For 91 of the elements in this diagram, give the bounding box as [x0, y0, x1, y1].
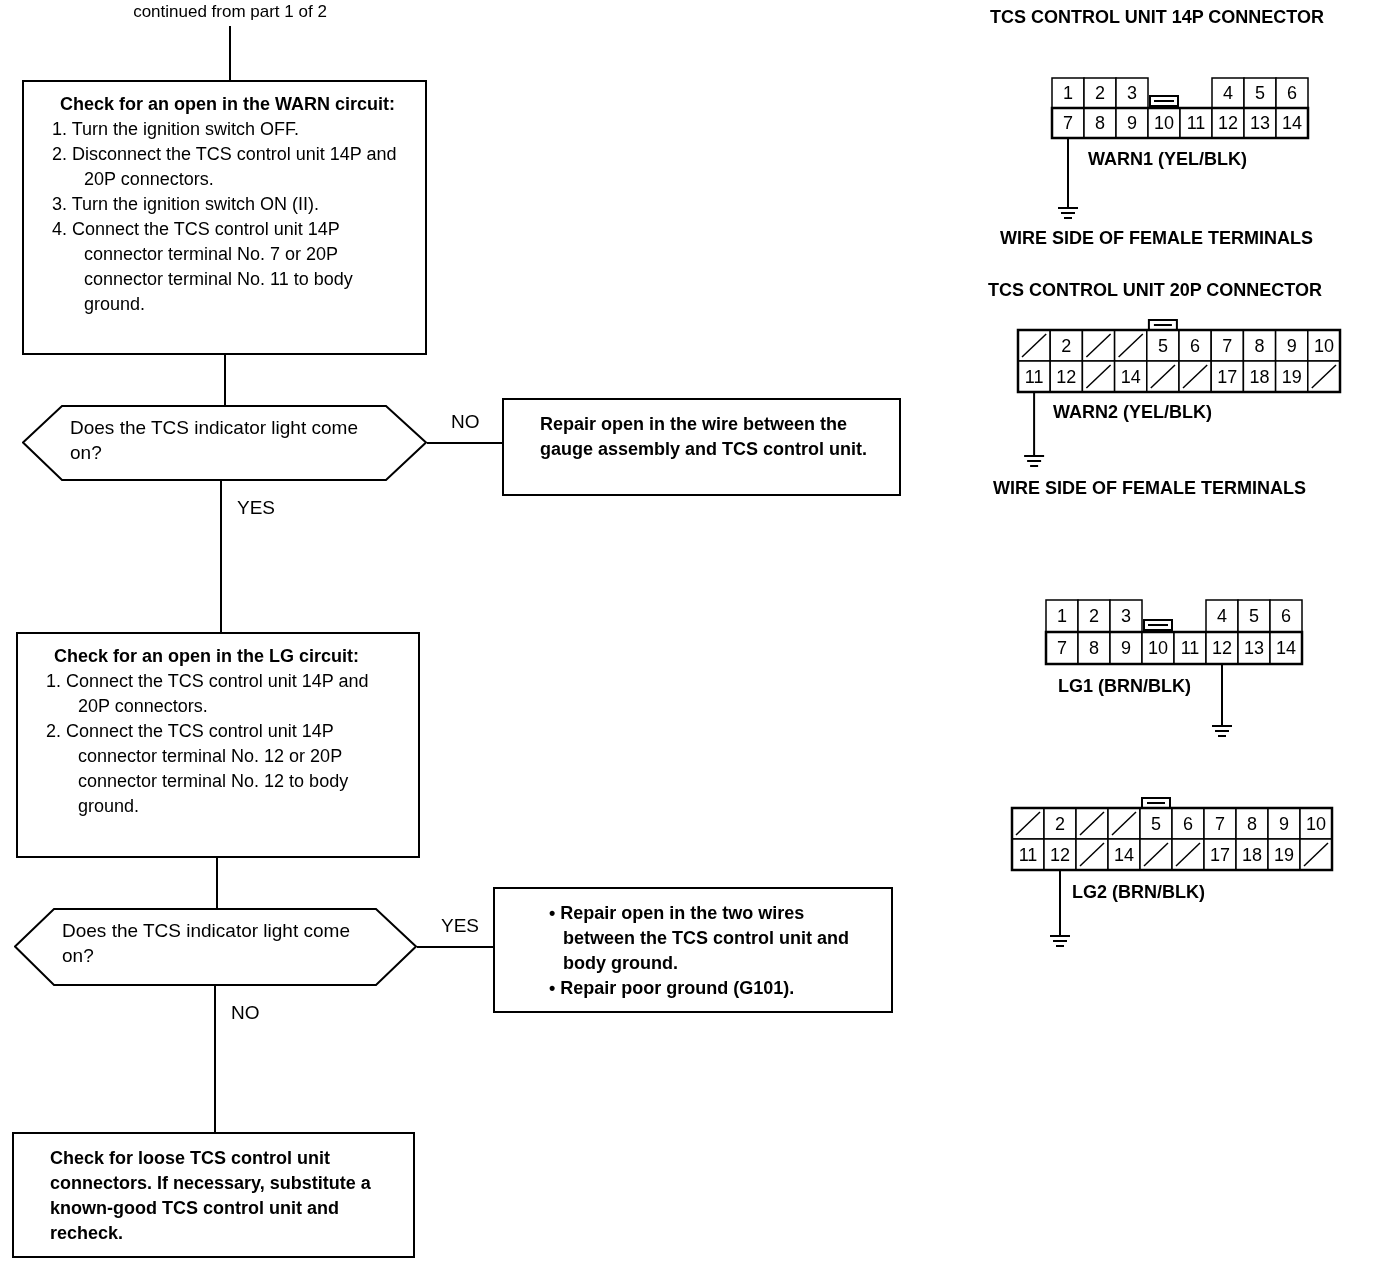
pin-number: 11 [1023, 366, 1045, 387]
pin-number: 6 [1182, 813, 1194, 834]
pin-number: 7 [1056, 638, 1068, 658]
step-text: 1. Turn the ignition switch OFF. [52, 118, 301, 141]
bullet-text: • Repair poor ground (G101). [549, 977, 796, 1000]
pin-number: 8 [1088, 638, 1100, 658]
step-text: 2. Disconnect the TCS control unit 14P and 20P connectors. [52, 143, 398, 191]
pin-number: 9 [1285, 335, 1298, 356]
decision-shape [22, 405, 427, 481]
connector-line [224, 354, 226, 406]
question-text: Does the TCS indicator light come on? [70, 416, 359, 465]
box-text: Repair open in the wire between the gauge assembly and TCS control unit. [540, 413, 869, 461]
wire-label: WARN1 (YEL/BLK) [1088, 148, 1247, 170]
pin-number: 12 [1049, 844, 1071, 865]
pin-number: 14 [1281, 113, 1303, 133]
pin-number: 10 [1305, 813, 1327, 834]
pin-number: 19 [1273, 844, 1295, 865]
wire-label: WARN2 (YEL/BLK) [1053, 401, 1212, 423]
pin-number: 11 [1179, 638, 1201, 658]
view-note: WIRE SIDE OF FEMALE TERMINALS [993, 477, 1306, 499]
decision-shape [14, 908, 417, 986]
process-box [12, 1132, 415, 1258]
pin-number: 9 [1120, 638, 1132, 658]
connector-line [416, 946, 494, 948]
pin-number: 4 [1216, 606, 1228, 626]
wire-label: LG1 (BRN/BLK) [1058, 675, 1191, 697]
pin-number: 14 [1119, 366, 1142, 387]
pin-number: 2 [1054, 813, 1066, 834]
pin-number: 2 [1088, 606, 1100, 626]
pin-number: 12 [1055, 366, 1078, 387]
connector-line [426, 442, 503, 444]
box-heading: Check for an open in the WARN circuit: [60, 93, 397, 116]
bullet-text: • Repair open in the two wires between the TCS control unit and body ground. [549, 902, 850, 975]
wire-label: LG2 (BRN/BLK) [1072, 881, 1205, 903]
step-text: 1. Connect the TCS control unit 14P and 20P connectors. [46, 670, 370, 718]
pin-number: 5 [1248, 606, 1260, 626]
pin-number: 8 [1253, 335, 1266, 356]
process-box [502, 398, 901, 496]
pin-number: 18 [1248, 366, 1271, 387]
continuation-note: continued from part 1 of 2 [112, 2, 348, 26]
pin-number: 6 [1280, 606, 1292, 626]
pin-number: 9 [1278, 813, 1290, 834]
process-box [22, 80, 427, 355]
pin-number: 13 [1243, 638, 1265, 658]
pin-number: 6 [1286, 83, 1298, 103]
pin-number: 10 [1147, 638, 1169, 658]
step-text: 2. Connect the TCS control unit 14P connector terminal No. 12 or 20P connector terminal No. 12 to body ground. [46, 720, 350, 818]
connector-line [220, 480, 222, 633]
pin-number: 5 [1156, 335, 1169, 356]
pin-number: 8 [1246, 813, 1258, 834]
box-heading: Check for an open in the LG circuit: [54, 645, 361, 668]
pin-number: 14 [1275, 638, 1297, 658]
step-text: 3. Turn the ignition switch ON (II). [52, 193, 321, 216]
pin-number: 19 [1280, 366, 1303, 387]
pin-number: 7 [1062, 113, 1074, 133]
connector-title: TCS CONTROL UNIT 14P CONNECTOR [990, 6, 1325, 28]
process-box [493, 887, 893, 1013]
pin-number: 11 [1017, 844, 1039, 865]
pin-number: 10 [1153, 113, 1175, 133]
pin-number: 2 [1060, 335, 1073, 356]
pin-number: 3 [1126, 83, 1138, 103]
pin-number: 17 [1209, 844, 1231, 865]
pin-number: 1 [1062, 83, 1074, 103]
pin-number: 5 [1150, 813, 1162, 834]
pin-number: 10 [1312, 335, 1335, 356]
step-text: 4. Connect the TCS control unit 14P connector terminal No. 7 or 20P connector terminal No. 11 to body ground. [52, 218, 354, 316]
pin-number: 12 [1211, 638, 1233, 658]
pin-number: 5 [1254, 83, 1266, 103]
pin-number: 4 [1222, 83, 1234, 103]
connector-title: TCS CONTROL UNIT 20P CONNECTOR [988, 279, 1323, 301]
pin-number: 1 [1056, 606, 1068, 626]
connector-line [214, 985, 216, 1133]
box-text: Check for loose TCS control unit connectors. If necessary, substitute a known-good TCS control unit and recheck. [50, 1147, 372, 1245]
pin-number: 2 [1094, 83, 1106, 103]
pin-number: 13 [1249, 113, 1271, 133]
view-note: WIRE SIDE OF FEMALE TERMINALS [1000, 227, 1313, 249]
question-text: Does the TCS indicator light come on? [62, 919, 351, 968]
pin-number: 3 [1120, 606, 1132, 626]
pin-number: 17 [1216, 366, 1239, 387]
pin-number: 14 [1113, 844, 1135, 865]
pin-number: 9 [1126, 113, 1138, 133]
pin-number: 8 [1094, 113, 1106, 133]
pin-number: 12 [1217, 113, 1239, 133]
pin-number: 18 [1241, 844, 1263, 865]
pin-number: 11 [1185, 113, 1207, 133]
pin-number: 7 [1221, 335, 1234, 356]
pin-number: 6 [1189, 335, 1202, 356]
pin-number: 7 [1214, 813, 1226, 834]
connector-line [216, 857, 218, 909]
connector-line [229, 25, 231, 81]
process-box [16, 632, 420, 858]
